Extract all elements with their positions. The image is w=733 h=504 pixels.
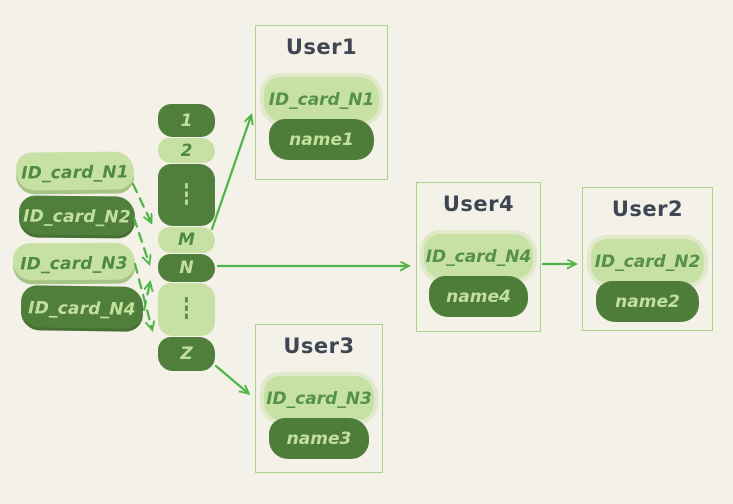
user-title: User3 <box>283 334 355 358</box>
user-box-user2: User2 ID_card_N2 name2 <box>582 187 713 331</box>
hash-slot: Z <box>158 337 215 371</box>
hash-slot-ellipsis: ⋮ <box>158 283 215 336</box>
user-name-pill: name4 <box>429 276 528 317</box>
hash-slot: N <box>158 254 215 282</box>
id-card-pill: ID_card_N2 <box>18 195 136 239</box>
arrow-idcard1-to-slot-m <box>131 182 151 222</box>
arrow-idcard2-to-slot-n <box>132 216 149 263</box>
user-id-card-pill: ID_card_N1 <box>263 77 380 122</box>
user-id-card-pill: ID_card_N3 <box>263 376 375 421</box>
arrow-idcard4-to-slot-n <box>142 283 150 312</box>
user-box-user1: User1 ID_card_N1 name1 <box>255 25 388 180</box>
hash-slot: 2 <box>158 138 215 163</box>
id-card-pill: ID_card_N4 <box>20 285 144 332</box>
arrow-slot-z-to-user3 <box>214 364 248 393</box>
hash-slot-ellipsis: ⋮ <box>158 164 215 226</box>
ellipsis-dots: ⋮ <box>179 176 194 212</box>
user-box-user4: User4 ID_card_N4 name4 <box>416 182 541 332</box>
user-name-pill: name2 <box>595 281 700 322</box>
ellipsis-dots: ⋮ <box>179 291 194 326</box>
user-name-pill: name1 <box>269 119 374 160</box>
user-title: User4 <box>442 192 515 216</box>
arrow-slot-m-to-user1 <box>210 116 251 231</box>
id-card-pill: ID_card_N1 <box>15 151 135 195</box>
user-title: User1 <box>285 35 358 59</box>
user-title: User2 <box>611 197 684 221</box>
user-name-pill: name3 <box>268 418 370 459</box>
user-box-user3: User3 ID_card_N3 name3 <box>255 324 383 473</box>
user-id-card-pill: ID_card_N2 <box>590 239 705 284</box>
id-card-pill: ID_card_N3 <box>12 242 136 285</box>
user-id-card-pill: ID_card_N4 <box>424 234 533 279</box>
hash-slot: 1 <box>158 104 215 137</box>
hash-slot: M <box>158 227 215 253</box>
